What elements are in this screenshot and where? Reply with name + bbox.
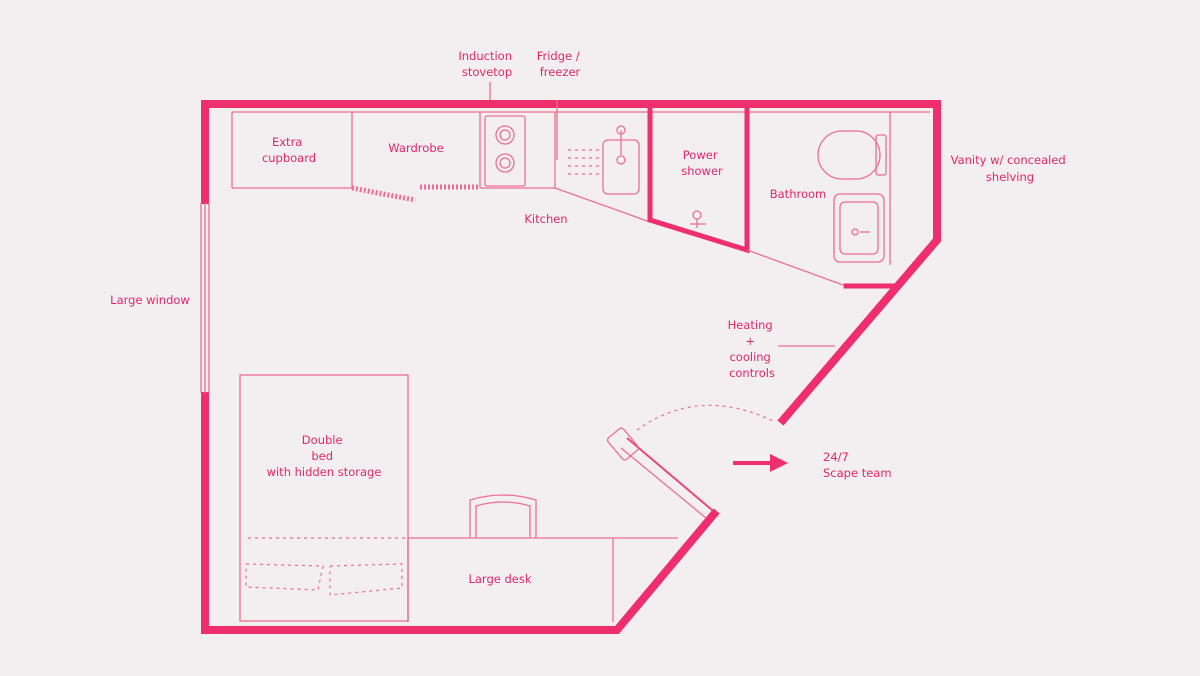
scape-team-label: 24/7 Scape team	[823, 450, 892, 480]
wardrobe-label: Wardrobe	[388, 141, 443, 155]
fridge-icon	[556, 100, 600, 175]
outer-walls	[201, 100, 941, 634]
double-bed-label: Double bed with hidden storage	[267, 433, 382, 479]
power-shower-label: Power shower	[681, 148, 723, 178]
wardrobe-doors	[351, 184, 478, 203]
bathroom-walls	[843, 112, 895, 289]
induction-label: Induction stovetop	[458, 49, 515, 79]
large-desk	[407, 537, 678, 622]
toilet-icon	[817, 130, 887, 180]
sink-icon	[602, 125, 640, 195]
extra-cupboard-label: Extra cupboard	[262, 135, 316, 165]
fridge-label: Fridge / freezer	[537, 49, 584, 79]
cabinet-row	[231, 111, 930, 223]
kitchen-label: Kitchen	[524, 212, 567, 226]
large-window	[200, 203, 210, 393]
entry-door	[606, 404, 776, 519]
heating-label: Heating + cooling controls	[728, 318, 777, 380]
sink-icon-bathroom	[833, 193, 885, 263]
vanity-label: Vanity w/ concealed shelving	[951, 153, 1070, 184]
shower-head-icon	[690, 210, 706, 228]
large-desk-label: Large desk	[468, 572, 531, 586]
shower-enclosure	[647, 105, 844, 286]
large-window-label: Large window	[110, 293, 190, 307]
double-bed	[239, 374, 409, 622]
arrow-right-icon	[733, 454, 788, 472]
chair-icon	[469, 494, 537, 538]
induction-hob-icon	[484, 115, 526, 187]
bathroom-label: Bathroom	[770, 187, 826, 201]
